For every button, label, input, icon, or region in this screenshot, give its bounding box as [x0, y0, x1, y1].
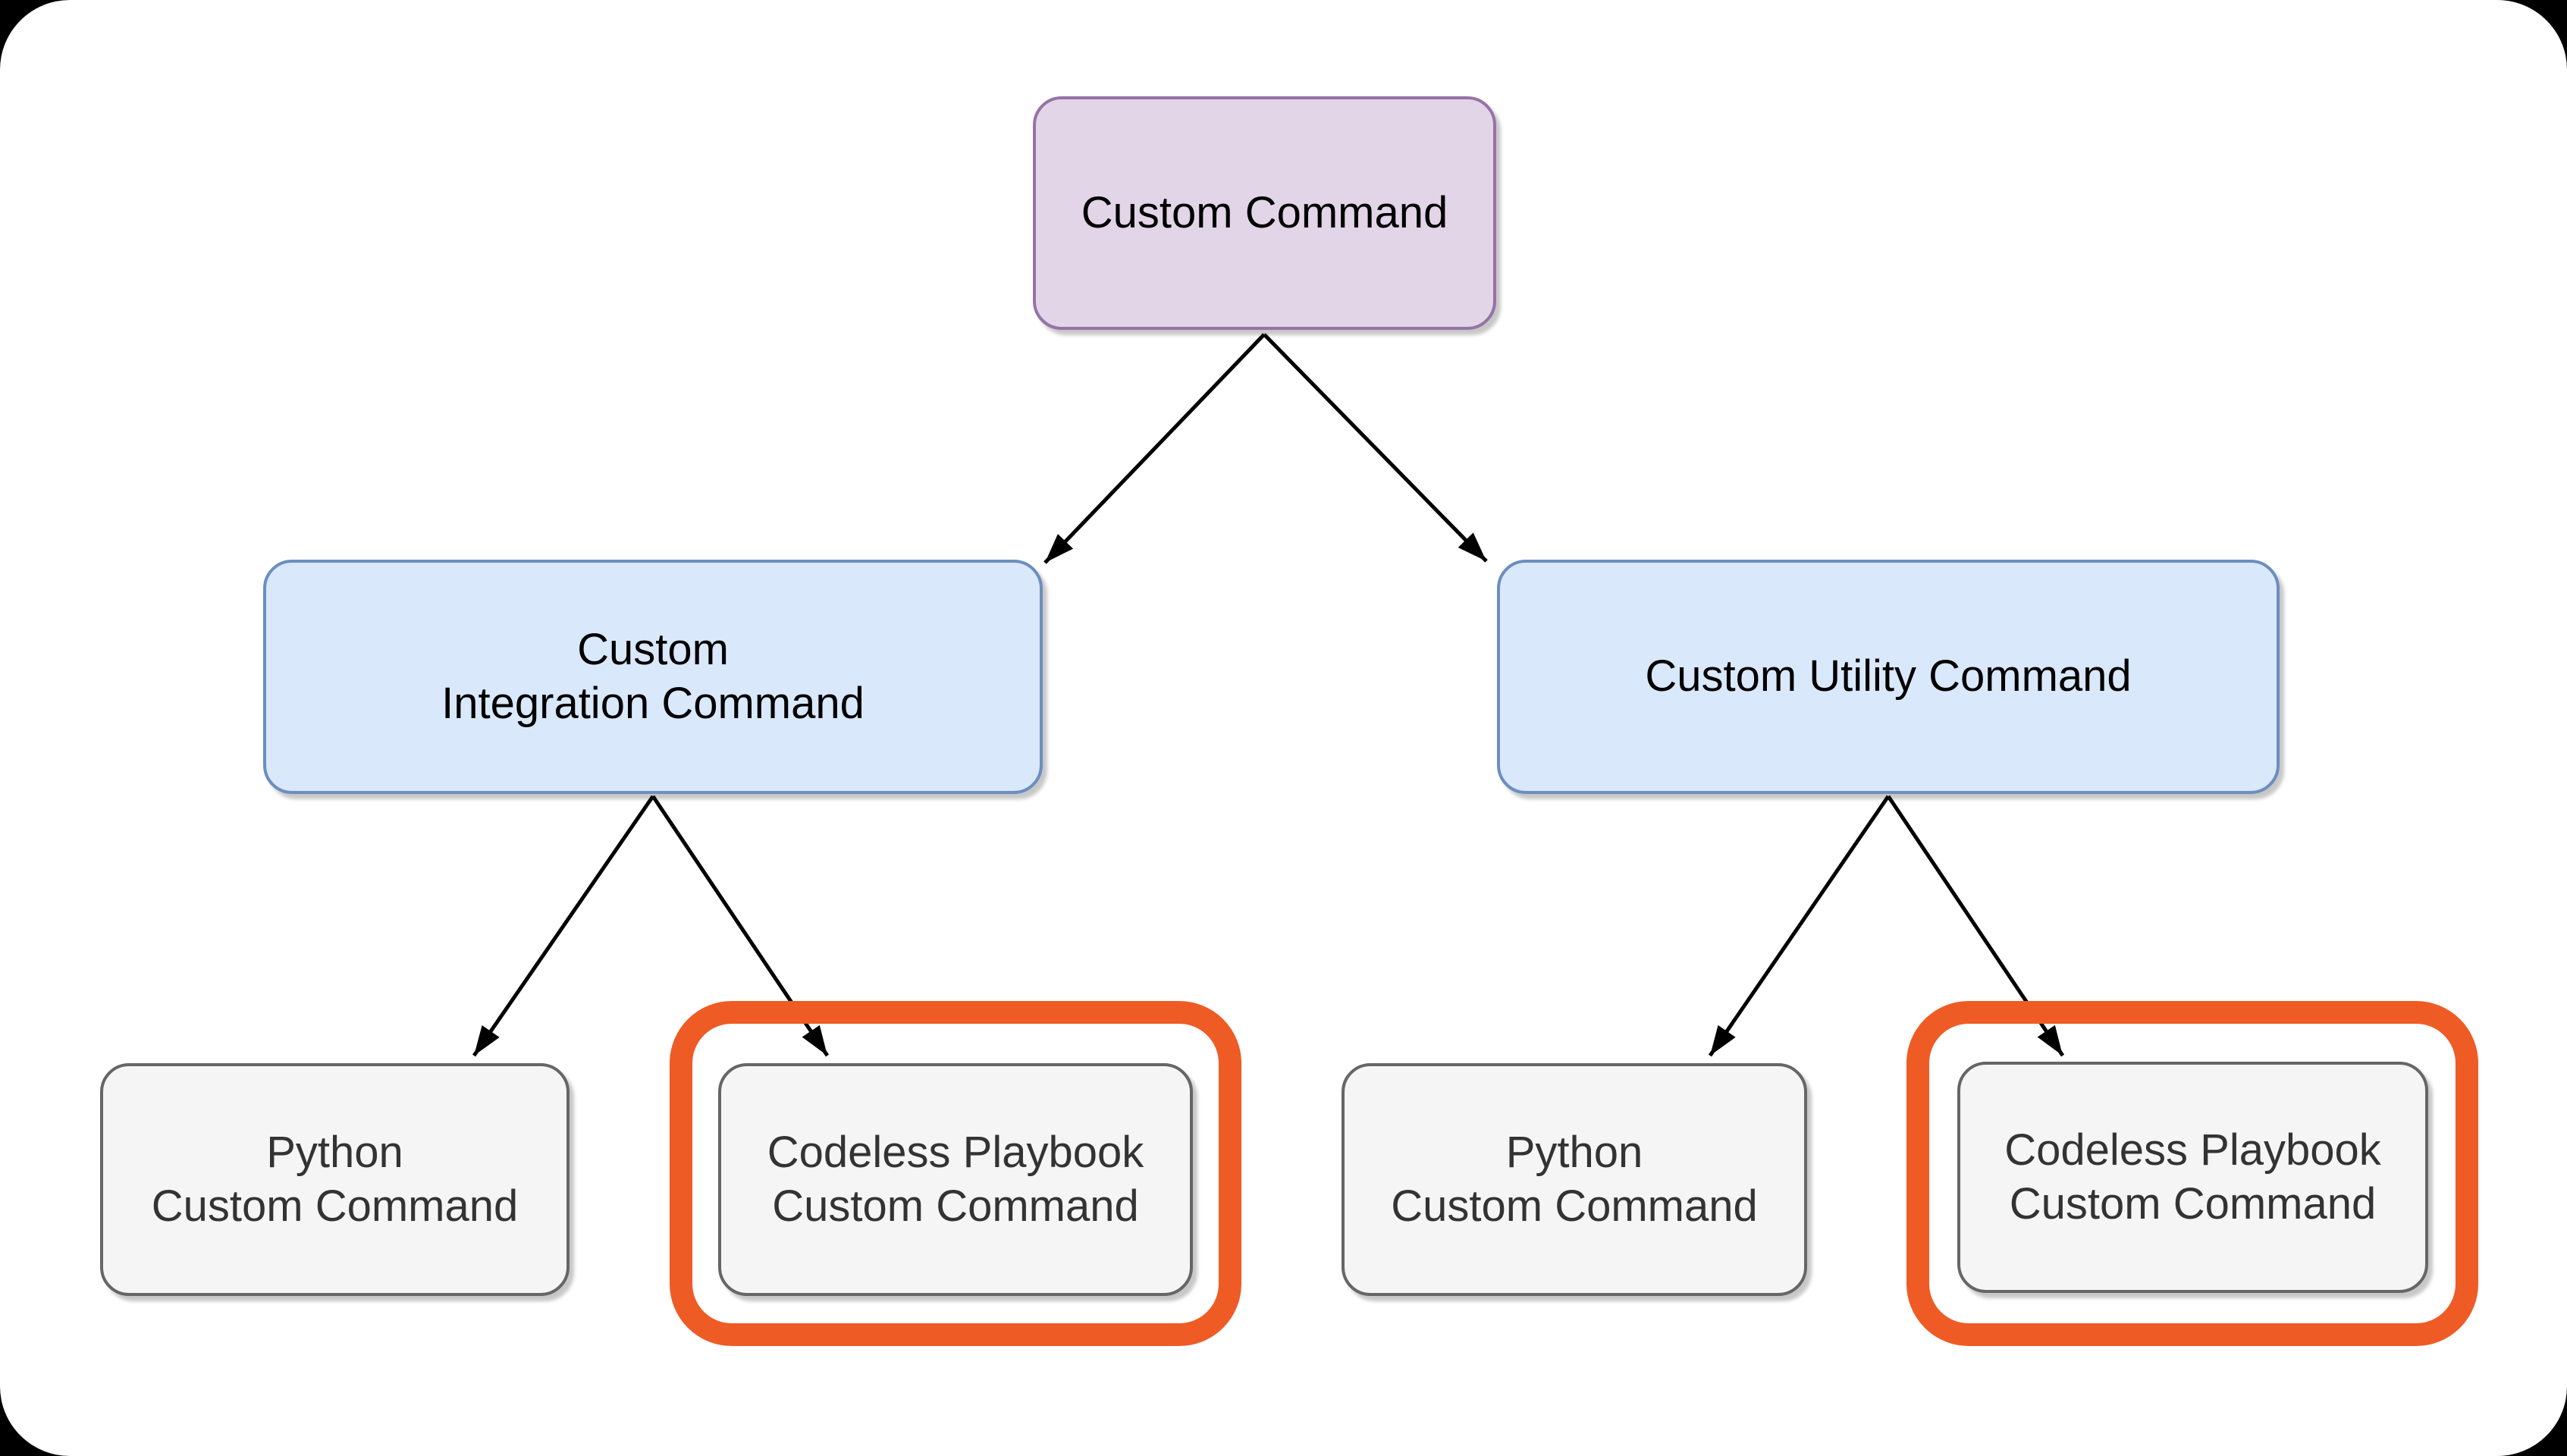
- node-label: Codeless Playbook Custom Command: [2004, 1125, 2381, 1228]
- node-codeless-playbook-custom-command-utility: Codeless Playbook Custom Command: [1957, 1062, 2428, 1293]
- node-label: Custom Integration Command: [441, 624, 865, 728]
- node-python-custom-command-utility: Python Custom Command: [1342, 1063, 1807, 1296]
- node-custom-command: Custom Command: [1033, 96, 1496, 330]
- node-python-custom-command-integration: Python Custom Command: [100, 1063, 570, 1296]
- node-custom-utility-command: Custom Utility Command: [1497, 560, 2280, 794]
- node-custom-integration-command: Custom Integration Command: [263, 560, 1043, 794]
- node-label: Python Custom Command: [151, 1127, 519, 1231]
- edge-root-to-utility: [1263, 333, 1488, 563]
- highlight-ring-codeless-integration: [670, 1001, 1241, 1346]
- edge-integration-to-python: [472, 795, 655, 1057]
- node-label: Codeless Playbook Custom Command: [767, 1127, 1144, 1231]
- highlight-ring-codeless-utility: [1906, 1001, 2478, 1346]
- edge-root-to-integration: [1043, 333, 1266, 564]
- edge-utility-to-python: [1708, 795, 1891, 1057]
- node-label: Custom Command: [1081, 187, 1448, 237]
- node-label: Python Custom Command: [1391, 1127, 1758, 1231]
- node-codeless-playbook-custom-command-integration: Codeless Playbook Custom Command: [718, 1063, 1193, 1296]
- node-label: Custom Utility Command: [1645, 651, 2132, 701]
